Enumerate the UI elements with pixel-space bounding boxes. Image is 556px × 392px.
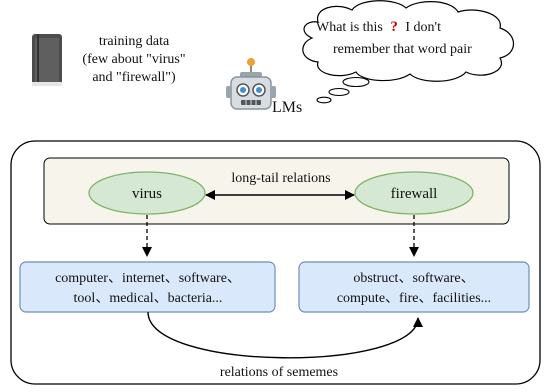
thought-line-1: What is this ? I don't xyxy=(316,19,441,35)
training-data-caption-line-2: (few about "virus" xyxy=(82,52,185,67)
long-tail-relations-label: long-tail relations xyxy=(231,171,330,186)
outer-frame xyxy=(10,140,541,385)
sememes-left-line-1: computer、internet、software、 xyxy=(55,271,241,286)
sememes-right-box xyxy=(298,261,530,313)
firewall-node xyxy=(354,171,474,215)
training-data-caption-line-1: training data xyxy=(99,34,170,49)
virus-label: virus xyxy=(132,186,162,202)
training-data-caption-line-3: and "firewall") xyxy=(92,70,176,85)
sememes-right-line-1: obstruct、software、 xyxy=(353,271,474,286)
thought-line-2: remember that word pair xyxy=(333,42,472,57)
firewall-label: firewall xyxy=(391,186,438,202)
sememes-right-line-2: compute、fire、facilities... xyxy=(337,291,491,306)
lms-label: LMs xyxy=(272,99,302,116)
robot-icon xyxy=(226,58,276,110)
sememes-left-line-2: tool、medical、bacteria... xyxy=(74,291,223,306)
sememe-relation-arrow xyxy=(147,311,423,359)
relations-of-sememes-label: relations of sememes xyxy=(220,365,338,380)
thought-cloud xyxy=(302,0,515,104)
question-mark: ? xyxy=(390,19,398,35)
book-icon xyxy=(32,34,62,86)
